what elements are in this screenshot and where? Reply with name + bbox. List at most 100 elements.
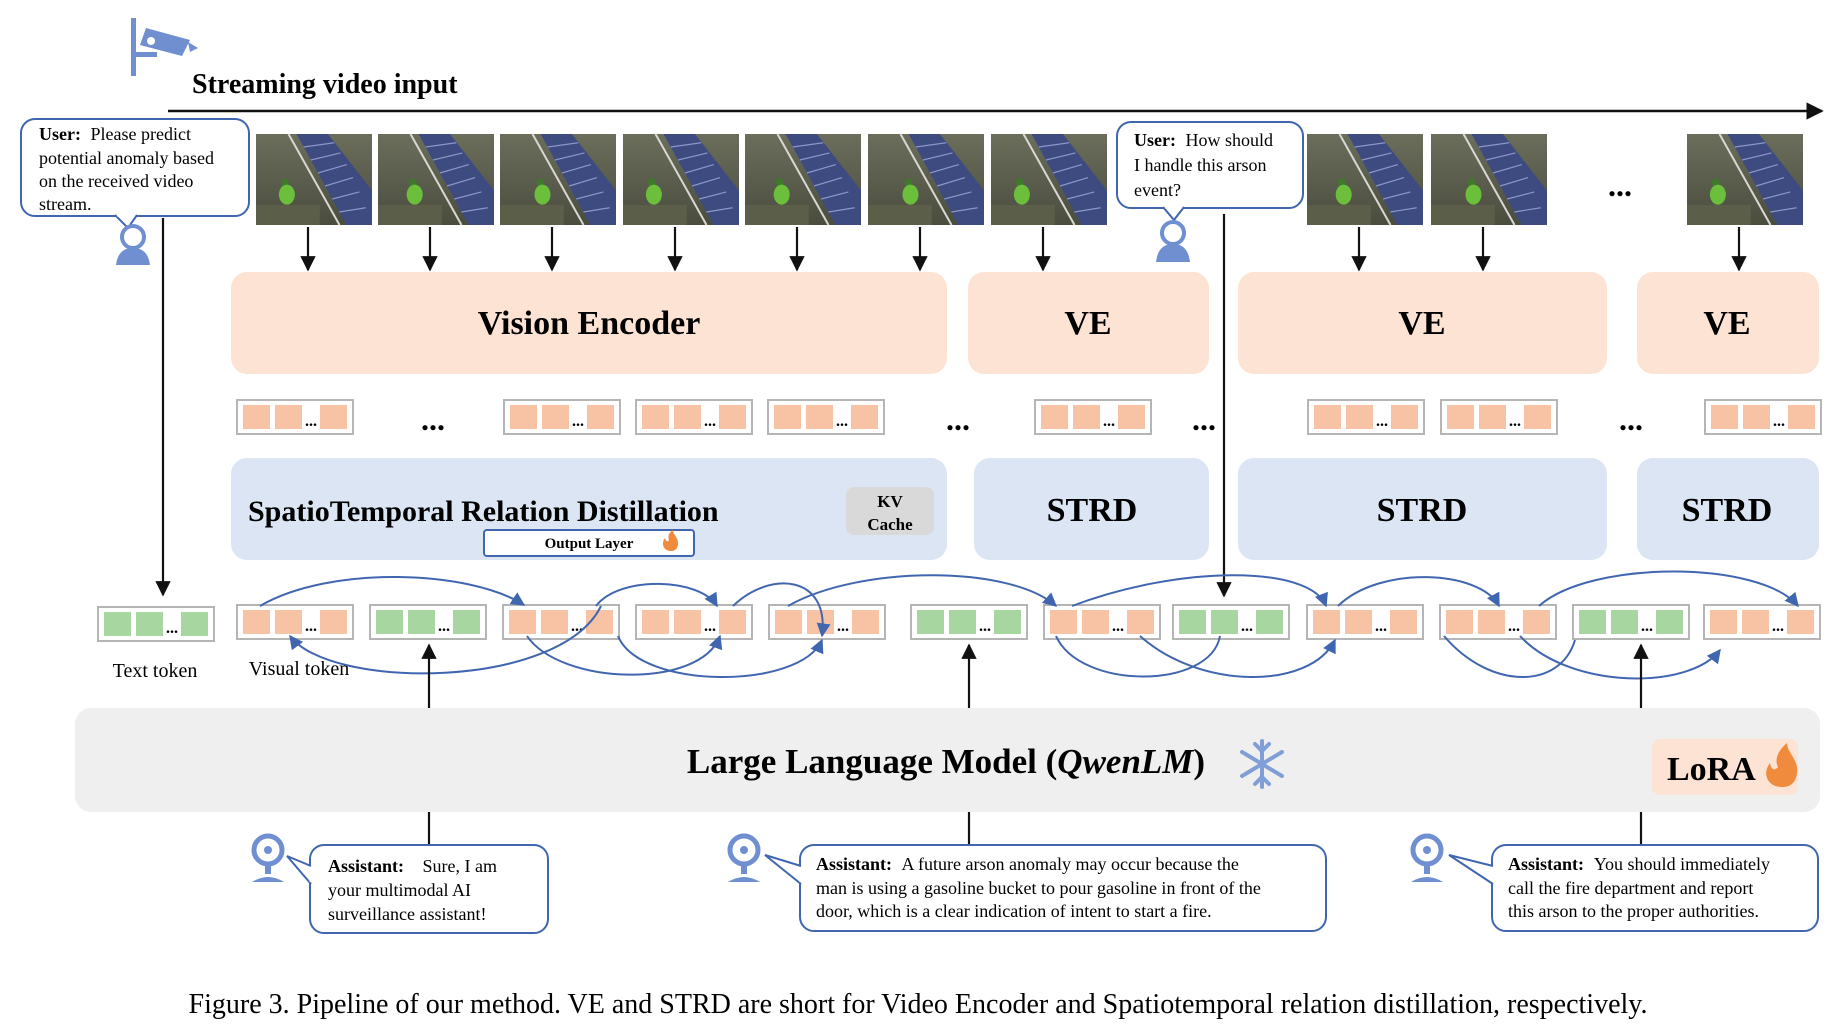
svg-text:...: ... [1509,413,1521,430]
svg-text:...: ... [1772,618,1784,635]
webcam-icon [1410,833,1444,882]
visual-token-group: ... [1034,399,1152,435]
video-frame [378,133,494,226]
visual-token-group: ... [767,399,885,435]
user-query-line: on the received video [39,171,193,191]
svg-text:User: Please predict: User: Please predict potential anomaly b… [39,124,218,214]
user-query-line: Please predict [90,124,190,144]
assistant-reply-line: call the fire department and report [1508,878,1753,898]
visual-token-group: ... [236,399,354,435]
streaming-title: Streaming video input [192,69,458,100]
visual-token-group: ... [1439,604,1557,640]
user-query-line: I handle this arson [1134,155,1266,175]
visual-token-group: ... [1704,399,1822,435]
vision-encoder-block: Vision Encoder [231,272,947,374]
ellipsis: ... [946,401,970,437]
ve-label: VE [1064,305,1111,342]
visual-token-label: Visual token [249,658,349,680]
strd-block: STRD [974,458,1209,560]
text-token-group: ... [97,606,215,642]
video-frame [868,133,984,226]
svg-text:...: ... [166,620,178,637]
lora-label: LoRA [1667,751,1756,788]
strd-main-label: SpatioTemporal Relation Distillation [248,495,719,528]
video-frame [1307,133,1423,226]
svg-text:...: ... [1641,618,1653,635]
webcam-icon [727,833,761,882]
assistant-reply-line: surveillance assistant! [328,904,486,924]
visual-token-group: ... [1043,604,1161,640]
svg-text:...: ... [704,413,716,430]
text-token-group: ... [1172,604,1290,640]
user-query-bubble-2: User: How should I handle this arson eve… [1116,121,1304,222]
user-query-line: stream. [39,194,91,214]
assistant-bubble-1: Assistant: Sure, I am your multimodal AI… [286,844,549,934]
visual-token-group: ... [1703,604,1821,640]
visual-token-group: ... [502,604,620,640]
user-speaker-label: User: [1134,130,1176,150]
user-icon [116,224,150,265]
visual-token-group: ... [635,399,753,435]
visual-token-group: ... [1306,604,1424,640]
video-frame [745,133,861,226]
assistant-reply-line: man is using a gasoline bucket to pour g… [816,878,1261,898]
assistant-reply-line: You should immediately [1594,854,1770,874]
snowflake-icon [1240,739,1284,789]
assistant-reply-line: your multimodal AI [328,880,471,900]
text-token-group: ... [910,604,1028,640]
strd-block: STRD [1637,458,1819,560]
video-frame [256,133,372,226]
figure-caption: Figure 3. Pipeline of our method. VE and… [189,989,1648,1020]
assistant-bubble-3: Assistant: You should immediately call t… [1448,844,1819,932]
strd-label: STRD [1047,492,1138,529]
llm-model-name: QwenLM [1057,742,1195,781]
ellipsis: ... [1192,401,1216,437]
relation-arrows [259,570,1799,680]
kv-cache-label: KV [877,492,903,511]
visual-token-group: ... [1440,399,1558,435]
svg-text:Assistant: A future arso: Assistant: A future arson anomaly may oc… [816,854,1265,921]
assistant-reply-line: door, which is a clear indication of int… [816,901,1212,921]
svg-text:...: ... [1376,413,1388,430]
text-token-group: ... [1572,604,1690,640]
svg-text:Assistant: You should im: Assistant: You should immediately call t… [1508,854,1775,921]
svg-text:User: How should I: User: How should I handle this arson eve… [1134,130,1278,200]
svg-text:...: ... [572,413,584,430]
assistant-bubble-2: Assistant: A future arson anomaly may oc… [764,844,1327,932]
svg-text:...: ... [438,618,450,635]
flame-icon [663,530,679,551]
user-speaker-label: User: [39,124,81,144]
kv-cache-label: Cache [867,515,913,534]
flame-icon [1766,743,1798,787]
ellipsis: ... [1608,167,1632,203]
visual-token-group: ... [503,399,621,435]
llm-label-suffix: ) [1193,742,1205,781]
strd-block: SpatioTemporal Relation Distillation KV … [231,458,947,560]
ve-block: VE [968,272,1209,374]
svg-text:...: ... [1773,413,1785,430]
strd-label: STRD [1377,492,1468,529]
ellipsis: ... [1619,401,1643,437]
user-query-line: How should [1185,130,1273,150]
llm-label-prefix: Large Language Model ( [687,742,1057,781]
text-token-group: ... [369,604,487,640]
camera-icon [131,18,198,76]
video-frame [500,133,616,226]
webcam-icon [251,833,285,882]
video-frame [1431,133,1547,226]
svg-text:Large Language Model (QwenLM): Large Language Model (QwenLM) [687,742,1205,781]
user-query-line: potential anomaly based [39,148,214,168]
ellipsis: ... [421,401,445,437]
llm-block: Large Language Model (QwenLM) LoRA [75,708,1820,812]
svg-text:...: ... [1112,618,1124,635]
svg-text:...: ... [305,618,317,635]
visual-token-group: ... [1307,399,1425,435]
ve-block: VE [1238,272,1607,374]
strd-block: STRD [1238,458,1607,560]
video-frame [991,133,1107,226]
ve-label: VE [1398,305,1445,342]
svg-text:Assistant: Sure, I am: Assistant: Sure, I am your multimodal AI… [328,856,502,924]
assistant-reply-line: Sure, I am [423,856,497,876]
user-query-bubble-1: User: Please predict potential anomaly b… [20,118,250,230]
visual-token-group: ... [768,604,886,640]
